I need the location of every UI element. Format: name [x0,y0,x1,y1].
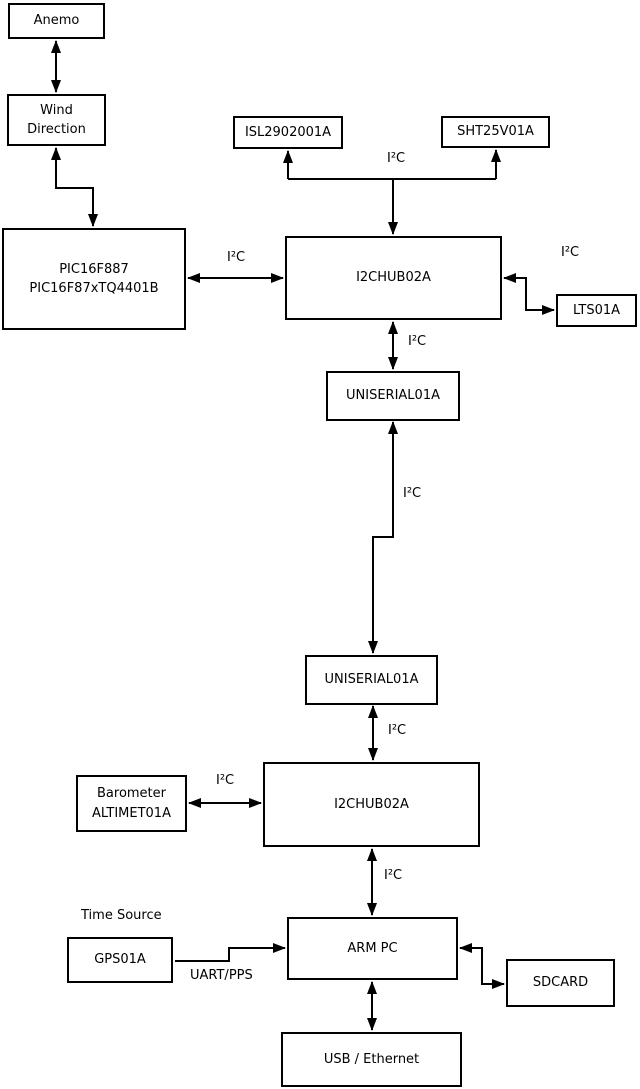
box-i2c-hub-2: I2CHUB02A [263,762,480,847]
edge-label-i2c-uni1-uni2: I²C [403,486,422,501]
box-lts-sensor: LTS01A [556,294,637,327]
edge-label-i2c-barometer: I²C [216,773,235,788]
box-sht-sensor: SHT25V01A [441,116,550,148]
edge-label-i2c-pic-hub1: I²C [227,250,246,265]
connector-armpc-sdcard [459,943,505,989]
edge-label-uart-pps: UART/PPS [190,968,253,983]
box-barometer: Barometer ALTIMET01A [76,775,187,832]
box-gps: GPS01A [67,937,173,983]
edge-label-i2c-hub1-uni1: I²C [408,334,427,349]
edge-label-i2c-hub2-arm: I²C [384,868,403,883]
edge-label-i2c-uni2-hub2: I²C [388,723,407,738]
box-isl-sensor: ISL2902001A [233,116,343,149]
box-uniserial-1: UNISERIAL01A [326,371,460,421]
connector-gps-armpc [175,943,286,962]
box-usb-ethernet: USB / Ethernet [281,1032,462,1087]
box-arm-pc: ARM PC [287,917,458,980]
connector-uniserial1-uniserial2 [368,421,398,654]
edge-label-i2c-lts: I²C [561,245,580,260]
box-uniserial-2: UNISERIAL01A [305,655,438,705]
box-i2c-hub-1: I2CHUB02A [285,236,502,320]
box-wind-direction: Wind Direction [7,94,106,146]
box-anemometer: Anemo [8,3,105,39]
connector-wind-pic [51,147,98,227]
box-sdcard: SDCARD [506,959,615,1007]
edge-label-time-source: Time Source [81,908,162,923]
box-pic-mcu: PIC16F887 PIC16F87xTQ4401B [2,228,186,330]
edge-label-i2c-sensors: I²C [387,151,406,166]
connector-hub1-lts [503,273,555,315]
